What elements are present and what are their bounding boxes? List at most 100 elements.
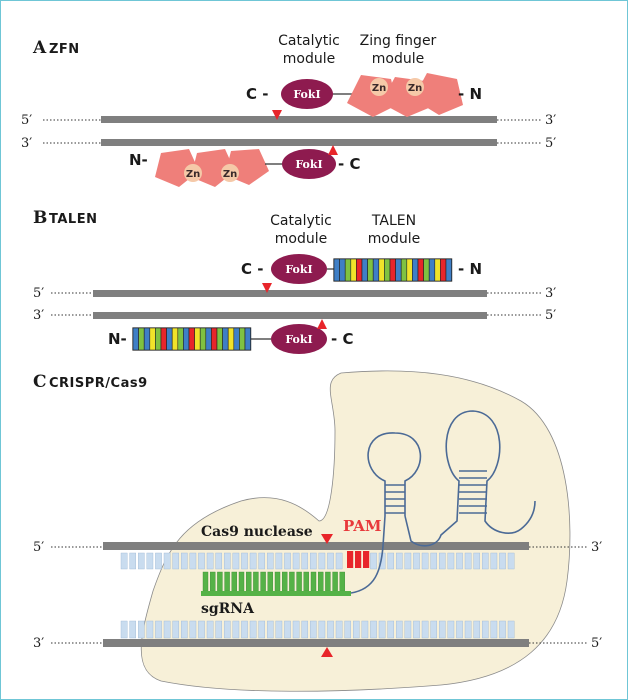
base-pair	[464, 552, 472, 570]
tale-repeat	[188, 327, 195, 351]
a-bottom-5prime: 5′	[545, 136, 556, 151]
zn-label: Zn	[223, 169, 237, 180]
sgrna-base	[289, 571, 295, 592]
zinc-finger-module-label-line1: Zing finger	[360, 33, 437, 49]
tale-repeat	[211, 327, 218, 351]
catalytic-module-label-line1: Catalytic	[278, 33, 340, 49]
b-top-n-terminus: - N	[458, 260, 482, 278]
panel-a-zfn: A ZFN Catalytic module Zing finger modul…	[21, 33, 556, 187]
tale-repeat	[434, 258, 441, 282]
zn-label: Zn	[186, 169, 200, 180]
base-pair	[421, 620, 429, 639]
c-bottom-dna-strand	[103, 639, 529, 647]
b-top-5prime: 5′	[33, 286, 44, 301]
base-pair	[361, 620, 369, 639]
b-bottom-5prime: 5′	[545, 308, 556, 323]
sgrna-base	[267, 571, 273, 592]
tale-repeat	[417, 258, 424, 282]
tale-repeat	[344, 258, 352, 282]
base-pair	[267, 552, 274, 570]
base-pair	[404, 552, 412, 570]
tale-repeat	[239, 327, 246, 351]
panel-b-letter: B	[33, 208, 47, 228]
base-pair	[232, 620, 240, 639]
a-top-c-terminus: C -	[246, 85, 268, 103]
base-pair	[482, 552, 489, 570]
base-pair	[439, 620, 446, 639]
panel-c-title: CRISPR/Cas9	[49, 376, 148, 391]
c-bottom-5prime: 5′	[591, 636, 602, 651]
b-top-fokl-domain	[271, 254, 327, 284]
base-pair	[180, 620, 188, 639]
base-pair	[387, 620, 395, 639]
tale-repeat	[227, 327, 235, 351]
panel-b-talen: B TALEN Catalytic module TALEN module 5′…	[33, 208, 556, 354]
tale-repeat	[216, 327, 223, 351]
talen-module-label-line2: module	[368, 231, 420, 247]
base-pair	[189, 620, 197, 639]
b-catalytic-module-label-line1: Catalytic	[270, 213, 332, 229]
base-pair	[241, 620, 248, 639]
base-pair	[284, 552, 291, 570]
b-bottom-cleavage-marker	[317, 319, 327, 329]
tale-repeat	[400, 258, 408, 282]
tale-repeat	[160, 327, 167, 351]
base-pair	[421, 552, 429, 570]
base-pair	[198, 620, 205, 639]
tale-repeat	[222, 327, 229, 351]
base-pair	[310, 620, 317, 639]
base-pair	[396, 552, 403, 570]
base-pair	[206, 552, 214, 570]
sgrna-base	[231, 571, 238, 592]
hairpin-1-pairs	[385, 484, 405, 514]
panel-b-title: TALEN	[49, 212, 97, 227]
sgrna-base	[260, 571, 266, 592]
base-pair	[310, 552, 317, 570]
c-bottom-3prime: 3′	[33, 636, 44, 651]
sgrna-base	[332, 571, 338, 592]
base-pair	[275, 552, 283, 570]
base-pair	[404, 620, 412, 639]
panel-c-letter: C	[33, 372, 47, 392]
base-pair	[206, 620, 214, 639]
tale-repeat	[194, 327, 201, 351]
base-pair	[215, 552, 223, 570]
base-pair	[473, 620, 481, 639]
base-pair	[499, 620, 506, 639]
tale-repeat	[389, 258, 396, 282]
base-pair	[180, 552, 188, 570]
a-top-3prime: 3′	[545, 113, 556, 128]
tale-repeat	[356, 258, 363, 282]
a-bottom-c-terminus: - C	[338, 155, 360, 173]
base-pair	[473, 552, 481, 570]
zinc-finger-domain	[413, 73, 463, 115]
sgrna-base	[303, 571, 309, 592]
c-bottom-cleavage-marker	[321, 647, 333, 657]
panel-c-crispr: C CRISPR/Cas9 5′ 3′ sgRNA	[33, 370, 602, 692]
tale-repeat	[244, 327, 251, 351]
base-pair	[439, 552, 446, 570]
base-pair	[292, 552, 300, 570]
panel-a-title: ZFN	[49, 42, 80, 57]
tale-repeat	[361, 258, 368, 282]
base-pair	[249, 620, 257, 639]
tale-repeat	[171, 327, 179, 351]
b-bottom-tale-repeats	[132, 327, 252, 351]
b-top-3prime: 3′	[545, 286, 556, 301]
tale-repeat	[199, 327, 207, 351]
base-pair	[430, 620, 438, 639]
tale-repeat	[205, 327, 212, 351]
base-pair	[327, 552, 334, 570]
panel-a-letter: A	[32, 38, 47, 58]
base-pair	[413, 552, 420, 570]
zn-ion-circle	[221, 164, 239, 182]
base-pair	[223, 552, 231, 570]
hairpin-2-pairs	[459, 470, 487, 514]
b-catalytic-module-label-line2: module	[275, 231, 327, 247]
c-top-dna-strand	[103, 542, 529, 550]
base-pair	[275, 620, 283, 639]
sgrna-base	[224, 571, 230, 592]
b-bottom-3prime: 3′	[33, 308, 44, 323]
sgrna-base	[339, 571, 345, 592]
a-top-fokl-domain	[281, 79, 333, 109]
